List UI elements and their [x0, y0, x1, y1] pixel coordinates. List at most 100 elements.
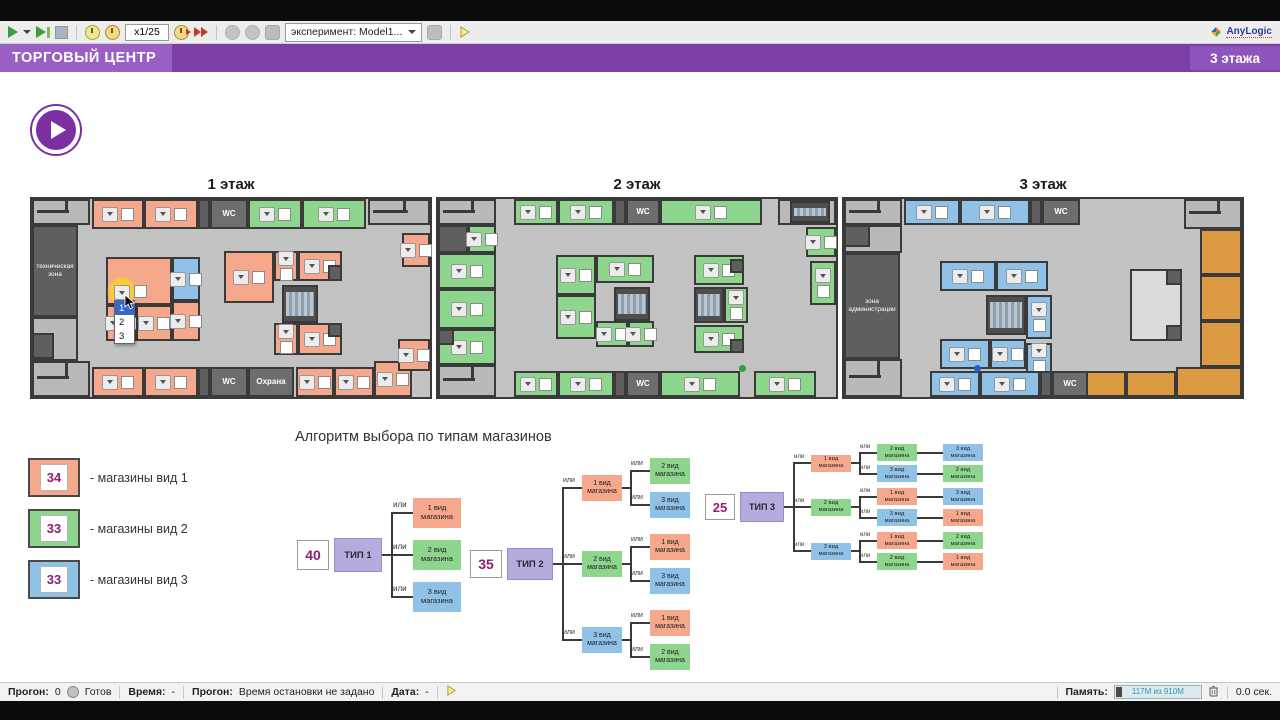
room-checkbox[interactable]	[788, 377, 801, 391]
room-checkbox[interactable]	[579, 310, 592, 324]
garbage-collect-icon[interactable]	[1208, 685, 1219, 700]
room-type-dropdown[interactable]	[278, 251, 294, 266]
room-checkbox[interactable]	[714, 205, 727, 219]
room-type-dropdown[interactable]	[259, 206, 275, 222]
room-checkbox[interactable]	[417, 348, 430, 362]
room-type-dropdown[interactable]	[728, 290, 744, 305]
room-checkbox[interactable]	[174, 375, 187, 389]
zoom-out-icon[interactable]	[225, 24, 240, 40]
zoom-in-icon[interactable]	[265, 24, 280, 40]
room-checkbox[interactable]	[279, 268, 293, 281]
room-type-dropdown[interactable]	[703, 331, 719, 347]
room-checkbox[interactable]	[824, 235, 837, 249]
room-checkbox[interactable]	[419, 243, 432, 257]
room-checkbox[interactable]	[644, 327, 657, 341]
breakpoint-flag-icon[interactable]	[446, 685, 457, 699]
presentation-icon[interactable]	[427, 24, 443, 40]
room-type-dropdown[interactable]	[625, 326, 641, 342]
stop-icon[interactable]	[55, 24, 68, 40]
step-icon[interactable]	[36, 24, 50, 40]
room-checkbox[interactable]	[189, 314, 202, 328]
room-type-dropdown[interactable]	[400, 242, 416, 258]
room-type-dropdown[interactable]	[1031, 343, 1047, 358]
room-type-dropdown[interactable]	[520, 376, 536, 392]
room-type-dropdown[interactable]	[805, 234, 821, 250]
room-type-dropdown[interactable]	[609, 261, 625, 277]
floors-badge[interactable]: 3 этажа	[1190, 46, 1280, 70]
room-checkbox[interactable]	[470, 264, 483, 278]
breakpoint-flag-icon[interactable]	[459, 24, 471, 40]
room-checkbox[interactable]	[189, 272, 202, 286]
room-checkbox[interactable]	[539, 205, 552, 219]
room-checkbox[interactable]	[396, 372, 409, 386]
room-type-dropdown[interactable]	[684, 376, 700, 392]
room-type-dropdown[interactable]	[560, 309, 576, 325]
room-type-dropdown[interactable]	[560, 267, 576, 283]
room-checkbox[interactable]	[485, 232, 498, 246]
room-checkbox[interactable]	[1025, 269, 1038, 283]
room-checkbox[interactable]	[121, 375, 134, 389]
room-type-dropdown[interactable]	[520, 204, 536, 220]
room-type-dropdown[interactable]	[155, 374, 171, 390]
room-type-dropdown[interactable]	[451, 301, 467, 317]
room-checkbox[interactable]	[816, 285, 830, 298]
room-checkbox[interactable]	[121, 207, 134, 221]
room-type-dropdown[interactable]	[299, 374, 315, 390]
room-type-dropdown[interactable]	[1031, 302, 1047, 317]
room-type-dropdown[interactable]	[815, 268, 831, 283]
play-button[interactable]	[30, 104, 82, 156]
slow-down-icon[interactable]	[105, 24, 120, 40]
room-type-dropdown[interactable]	[979, 204, 995, 220]
room-type-dropdown[interactable]	[703, 262, 719, 278]
room-type-dropdown[interactable]	[952, 268, 968, 284]
dropdown-item[interactable]: 2	[119, 316, 125, 328]
speed-input[interactable]	[125, 23, 169, 41]
speed-up-icon[interactable]	[174, 24, 191, 40]
room-checkbox[interactable]	[318, 375, 331, 389]
room-type-dropdown[interactable]	[304, 331, 320, 347]
run-dropdown-caret-icon[interactable]	[23, 24, 31, 40]
room-checkbox[interactable]	[589, 205, 602, 219]
dropdown-item[interactable]: 3	[119, 330, 125, 342]
room-type-dropdown[interactable]	[994, 376, 1010, 392]
room-checkbox[interactable]	[134, 285, 147, 298]
room-type-dropdown[interactable]	[170, 313, 186, 329]
room-checkbox[interactable]	[958, 377, 971, 391]
room-type-dropdown[interactable]	[318, 206, 334, 222]
room-type-dropdown[interactable]	[102, 206, 118, 222]
room-checkbox[interactable]	[357, 375, 370, 389]
room-checkbox[interactable]	[252, 270, 265, 284]
virtual-time-icon[interactable]	[85, 24, 100, 40]
room-checkbox[interactable]	[337, 207, 350, 221]
room-type-dropdown[interactable]	[338, 374, 354, 390]
room-type-dropdown[interactable]	[377, 371, 393, 387]
room-checkbox[interactable]	[470, 340, 483, 354]
room-type-dropdown[interactable]	[992, 346, 1008, 362]
room-type-dropdown[interactable]	[916, 204, 932, 220]
room-checkbox[interactable]	[589, 377, 602, 391]
room-checkbox[interactable]	[628, 262, 641, 276]
room-type-dropdown[interactable]	[695, 204, 711, 220]
room-checkbox[interactable]	[1013, 377, 1026, 391]
room-type-dropdown[interactable]	[451, 339, 467, 355]
room-type-dropdown[interactable]	[398, 347, 414, 363]
zoom-reset-icon[interactable]	[245, 24, 260, 40]
room-type-dropdown[interactable]	[949, 346, 965, 362]
room-type-dropdown[interactable]	[278, 324, 294, 339]
room-checkbox[interactable]	[971, 269, 984, 283]
room-type-dropdown[interactable]	[451, 263, 467, 279]
experiment-select[interactable]: эксперимент: Model1...	[285, 22, 423, 42]
room-checkbox[interactable]	[703, 377, 716, 391]
room-checkbox[interactable]	[1032, 319, 1046, 332]
room-checkbox[interactable]	[1011, 347, 1024, 361]
room-checkbox[interactable]	[174, 207, 187, 221]
room-checkbox[interactable]	[279, 341, 293, 354]
room-checkbox[interactable]	[579, 268, 592, 282]
room-type-dropdown[interactable]	[102, 374, 118, 390]
room-checkbox[interactable]	[157, 316, 170, 330]
room-checkbox[interactable]	[729, 307, 743, 320]
room-type-dropdown[interactable]	[466, 231, 482, 247]
room-type-dropdown[interactable]	[138, 315, 154, 331]
room-type-dropdown[interactable]	[570, 376, 586, 392]
